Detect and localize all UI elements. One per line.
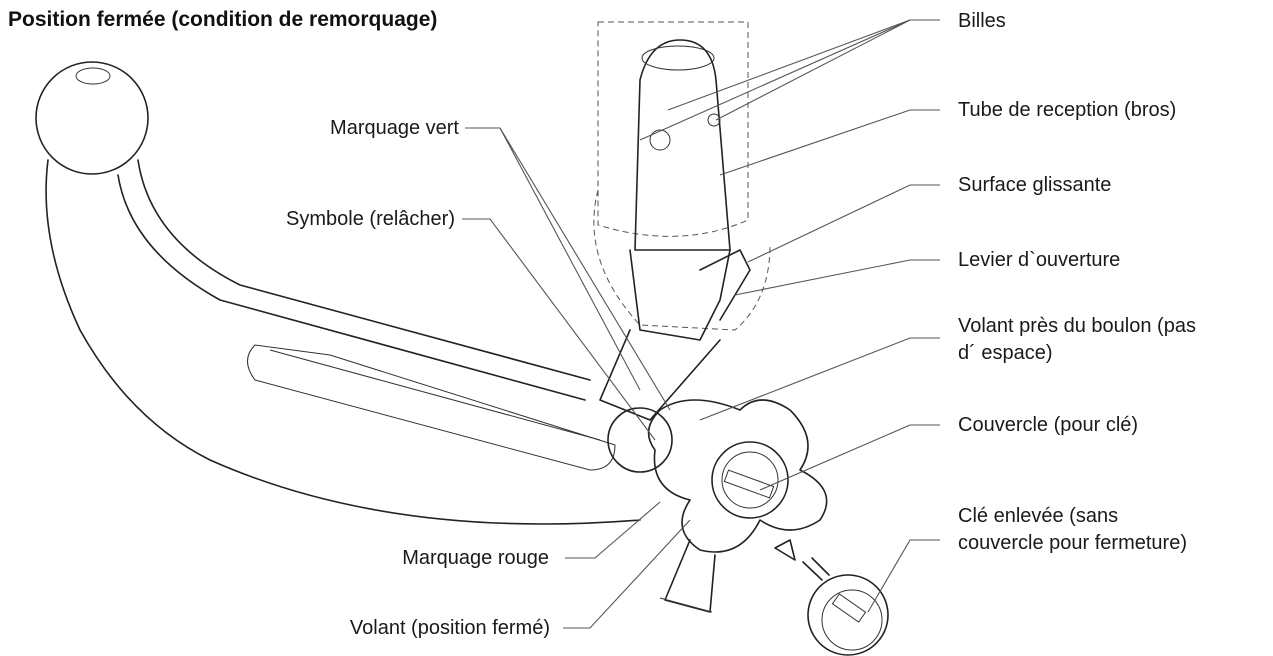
label-couvercle: Couvercle (pour clé): [958, 414, 1139, 436]
leader-lines: [462, 19, 940, 629]
receiving-tube-outline: [593, 21, 771, 331]
label-billes: Billes: [958, 10, 1006, 32]
page-title: Position fermée (condition de remorquage…: [8, 8, 438, 31]
label-volant-pres-line2: d´ espace): [958, 342, 1053, 364]
label-volant-ferme: Volant (position fermé): [349, 617, 550, 639]
label-marquage-rouge: Marquage rouge: [402, 547, 549, 569]
label-levier: Levier d`ouverture: [958, 249, 1121, 271]
label-volant-pres-line1: Volant près du boulon (pas: [958, 315, 1196, 337]
handwheel: [607, 399, 828, 613]
hitch-ball: [35, 61, 149, 175]
label-cle-line1: Clé enlevée (sans: [958, 505, 1119, 527]
removed-key: [774, 539, 889, 656]
label-symbole: Symbole (relâcher): [286, 208, 455, 230]
hitch-arm: [45, 159, 641, 525]
label-surface: Surface glissante: [958, 174, 1112, 196]
label-marquage-vert: Marquage vert: [330, 117, 459, 139]
label-cle-line2: couvercle pour fermeture): [958, 532, 1187, 554]
label-tube: Tube de reception (bros): [958, 99, 1177, 121]
bolt: [599, 39, 751, 421]
